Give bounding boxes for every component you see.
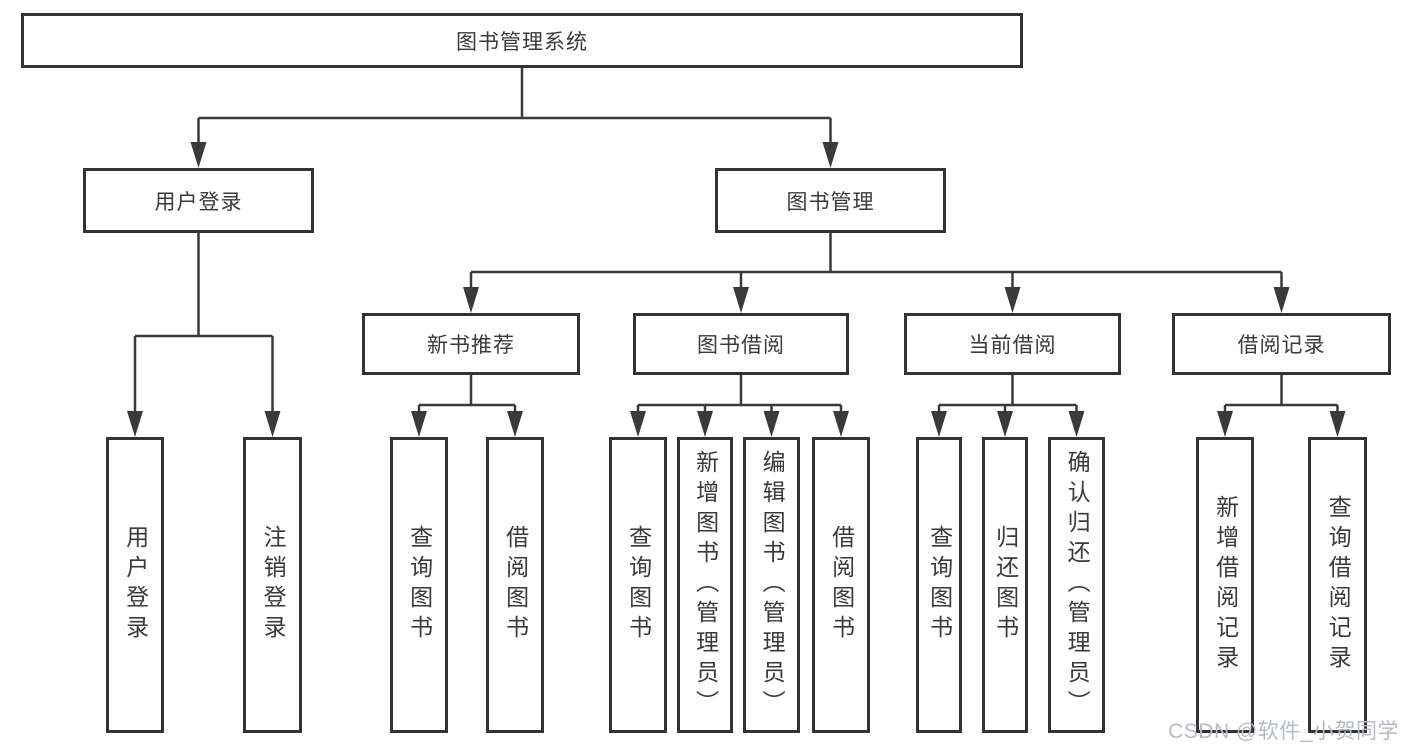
leaf-new-book-recommend-0: 查询图书 — [390, 437, 448, 733]
csdn-watermark: CSDN @软件_小贺同学 — [1168, 720, 1399, 743]
leaf-user-login-0-label: 用户登录 — [122, 525, 149, 645]
node-root-label: 图书管理系统 — [456, 30, 588, 54]
leaf-book-borrow-2: 编辑图书（管理员） — [743, 437, 800, 733]
leaf-current-borrow-0-label: 查询图书 — [926, 525, 953, 645]
node-book-borrow: 图书借阅 — [633, 313, 849, 375]
leaf-current-borrow-1: 归还图书 — [982, 437, 1028, 733]
node-user-login-label: 用户登录 — [154, 190, 243, 214]
leaf-new-book-recommend-0-label: 查询图书 — [406, 525, 433, 645]
node-borrow-record-label: 借阅记录 — [1237, 334, 1326, 357]
leaf-borrow-record-0-label: 新增借阅记录 — [1212, 495, 1239, 675]
leaf-current-borrow-0: 查询图书 — [916, 437, 962, 733]
leaf-new-book-recommend-1: 借阅图书 — [486, 437, 544, 733]
node-user-login: 用户登录 — [83, 168, 314, 233]
node-borrow-record: 借阅记录 — [1172, 313, 1391, 375]
leaf-borrow-record-1: 查询借阅记录 — [1308, 437, 1367, 733]
leaf-book-borrow-3-label: 借阅图书 — [828, 525, 855, 645]
node-current-borrow: 当前借阅 — [904, 313, 1121, 375]
leaf-user-login-1-label: 注销登录 — [260, 525, 287, 645]
leaf-user-login-1: 注销登录 — [243, 437, 302, 733]
leaf-user-login-0: 用户登录 — [106, 437, 164, 733]
leaf-borrow-record-0: 新增借阅记录 — [1196, 437, 1254, 733]
leaf-new-book-recommend-1-label: 借阅图书 — [502, 525, 529, 645]
node-book-management: 图书管理 — [715, 168, 946, 233]
node-current-borrow-label: 当前借阅 — [968, 334, 1057, 357]
leaf-book-borrow-0: 查询图书 — [609, 437, 667, 733]
node-root: 图书管理系统 — [21, 13, 1023, 68]
node-book-borrow-label: 图书借阅 — [697, 334, 785, 357]
node-book-management-label: 图书管理 — [786, 190, 875, 214]
leaf-current-borrow-2: 确认归还（管理员） — [1048, 437, 1105, 733]
node-new-book-recommend-label: 新书推荐 — [427, 334, 515, 357]
leaf-borrow-record-1-label: 查询借阅记录 — [1325, 495, 1352, 675]
node-new-book-recommend: 新书推荐 — [362, 313, 580, 375]
leaf-book-borrow-2-label: 编辑图书（管理员） — [759, 450, 786, 720]
leaf-book-borrow-3: 借阅图书 — [812, 437, 870, 733]
leaf-book-borrow-1: 新增图书（管理员） — [677, 437, 733, 733]
leaf-current-borrow-2-label: 确认归还（管理员） — [1064, 450, 1091, 720]
leaf-current-borrow-1-label: 归还图书 — [992, 525, 1019, 645]
leaf-book-borrow-0-label: 查询图书 — [625, 525, 652, 645]
leaf-book-borrow-1-label: 新增图书（管理员） — [692, 450, 719, 720]
